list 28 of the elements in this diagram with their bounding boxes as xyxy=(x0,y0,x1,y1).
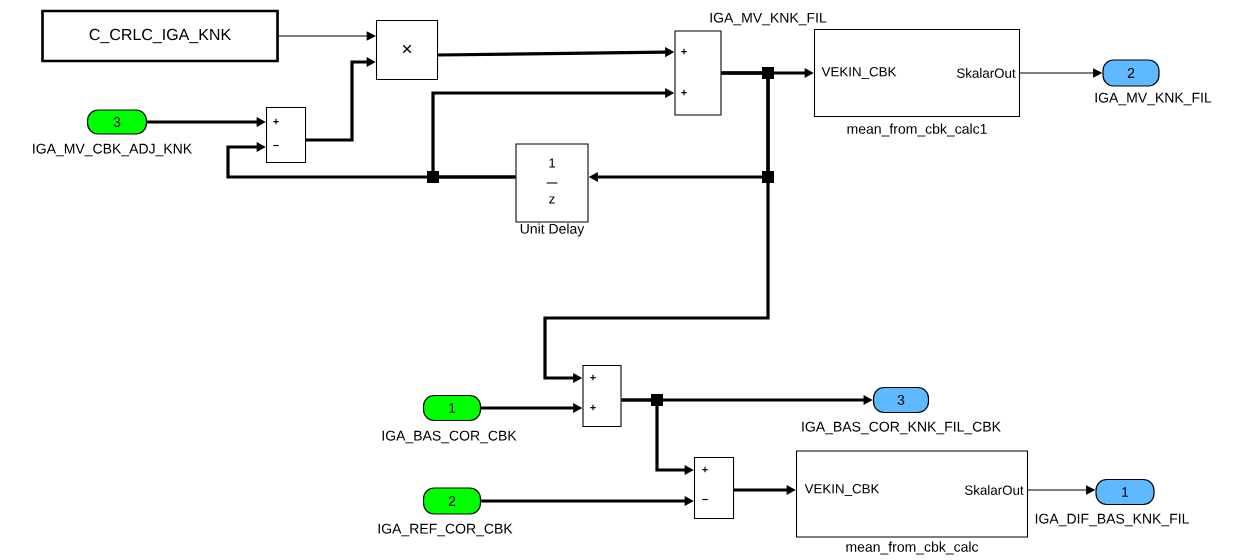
block-name: IGA_MV_KNK_FIL xyxy=(1095,92,1212,106)
outport-pill: 2 xyxy=(1102,59,1160,87)
constant-block: C_CRLC_IGA_KNK xyxy=(41,9,279,63)
product-block: × xyxy=(375,19,439,81)
inport-pill: 2 xyxy=(422,487,482,515)
arrow xyxy=(278,31,376,41)
subsystem-block: VEKIN_CBK SkalarOut xyxy=(813,28,1021,118)
sum-block: + − xyxy=(265,106,307,164)
block-name: Unit Delay xyxy=(520,223,585,237)
sum-block: + + xyxy=(674,30,722,116)
arrow xyxy=(543,71,770,383)
arrow xyxy=(226,141,516,179)
outport-pill: 1 xyxy=(1095,478,1155,506)
sum-block: + − xyxy=(693,456,735,520)
unit-delay-block: 1 z xyxy=(515,143,589,223)
subsystem-block: VEKIN_CBK SkalarOut xyxy=(795,450,1029,538)
block-name: mean_from_cbk_calc xyxy=(846,541,979,555)
sum-block: + + xyxy=(582,364,622,428)
inport-pill: 1 xyxy=(422,394,482,422)
block-name: IGA_MV_CBK_ADJ_KNK xyxy=(33,143,192,157)
block-name: IGA_REF_COR_CBK xyxy=(378,523,513,537)
block-name: IGA_BAS_COR_KNK_FIL_CBK xyxy=(802,421,1001,435)
block-name: IGA_DIF_BAS_KNK_FIL xyxy=(1035,513,1189,527)
inport-pill: 3 xyxy=(86,109,148,135)
block-name: mean_from_cbk_calc1 xyxy=(847,123,987,137)
block-name: IGA_BAS_COR_CBK xyxy=(382,430,517,444)
edge-label: IGA_MV_KNK_FIL xyxy=(707,11,829,27)
outport-pill: 3 xyxy=(872,386,930,414)
